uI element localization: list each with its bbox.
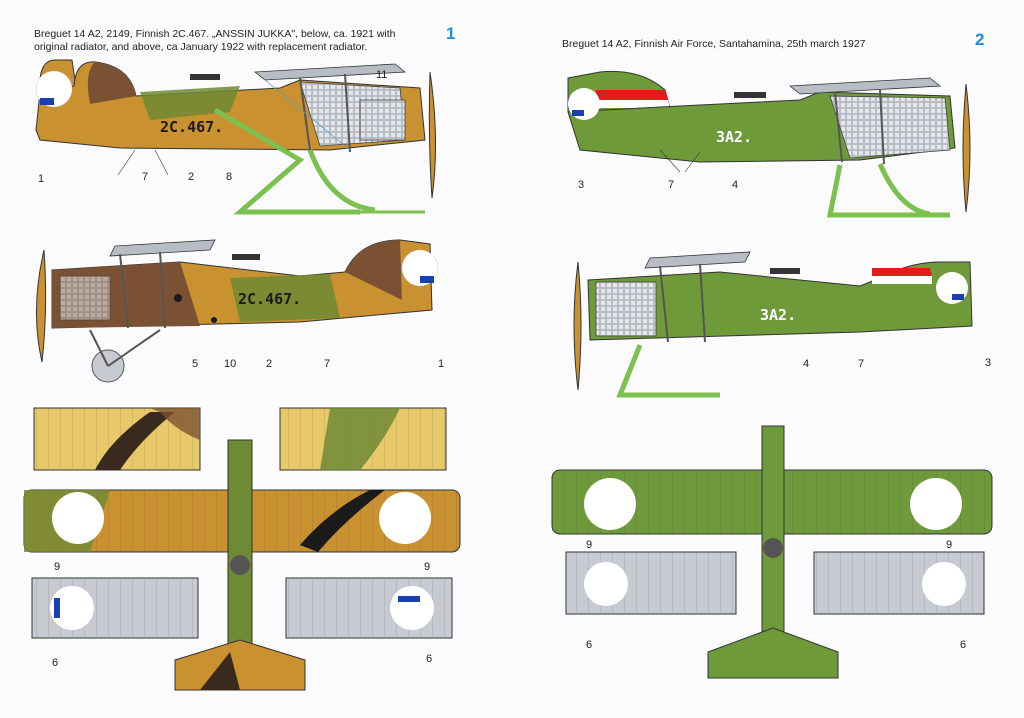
label-2-plan-a: 9 [586, 539, 592, 551]
label-1-bottom-b: 10 [224, 358, 236, 370]
profile-2-upper: 3A2. [567, 70, 971, 218]
label-1-bottom-e: 1 [438, 358, 444, 370]
profile-2-lower: 3A2. [573, 251, 973, 398]
profile-1-upper: 2C.467. [35, 59, 437, 215]
label-1-top-c: 2 [188, 171, 194, 183]
label-1-plan-d: 6 [426, 653, 432, 665]
label-1-bottom-a: 5 [192, 358, 198, 370]
right-title: Breguet 14 A2, Finnish Air Force, Santah… [562, 38, 866, 50]
left-title-line1: Breguet 14 A2, 2149, Finnish 2C.467. „AN… [34, 28, 396, 40]
label-2-bottom-c: 3 [985, 357, 991, 369]
label-1-top-d: 8 [226, 171, 232, 183]
profile-2-upper-registration: 3A2. [716, 128, 752, 146]
left-title-line2: original radiator, and above, ca January… [34, 41, 368, 53]
label-2-plan-c: 6 [586, 639, 592, 651]
label-1-top-a: 1 [38, 173, 44, 185]
label-2-plan-b: 9 [946, 539, 952, 551]
label-1-bottom-c: 2 [266, 358, 272, 370]
label-1-bottom-d: 7 [324, 358, 330, 370]
label-2-bottom-b: 7 [858, 358, 864, 370]
profile-2-lower-registration: 3A2. [760, 306, 796, 324]
label-1-plan-b: 9 [424, 561, 430, 573]
profile-1-lower-registration: 2C.467. [238, 290, 301, 308]
profile-1-lower: 2C.467. [35, 239, 439, 383]
label-1-plan-a: 9 [54, 561, 60, 573]
label-2-plan-d: 6 [960, 639, 966, 651]
profile-1-upper-registration: 2C.467. [160, 118, 223, 136]
label-1-top-e: 11 [376, 69, 387, 81]
right-profile-number: 2 [975, 30, 985, 49]
label-1-plan-c: 6 [52, 657, 58, 669]
label-1-top-b: 7 [142, 171, 148, 183]
left-profile-number: 1 [446, 24, 456, 43]
label-2-top-c: 4 [732, 179, 738, 191]
label-2-bottom-a: 4 [803, 358, 809, 370]
plan-1 [23, 407, 461, 691]
label-2-top-a: 3 [578, 179, 584, 191]
plan-2 [551, 425, 993, 679]
label-2-top-b: 7 [668, 179, 674, 191]
